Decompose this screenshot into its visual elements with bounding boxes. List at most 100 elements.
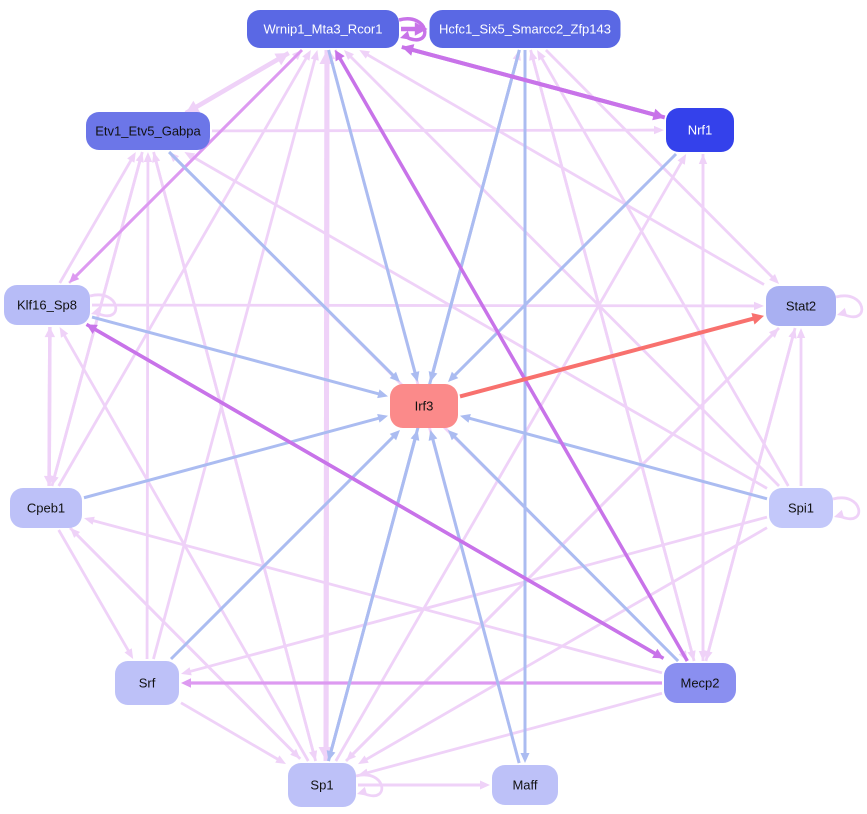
- arrowhead-maff-irf3: [428, 430, 438, 441]
- arrowhead-nrf1-irf3: [448, 371, 459, 382]
- edge-etv1-nrf1: [211, 125, 664, 135]
- node-label-wrnip1: Wrnip1_Mta3_Rcor1: [264, 22, 383, 37]
- arrowhead-cpeb1-klf16: [44, 327, 56, 338]
- arrowhead-srf-irf3: [389, 430, 400, 441]
- edge-etv1-wrnip1: [184, 53, 289, 115]
- arrowhead-mecp2-klf16: [86, 324, 98, 335]
- node-shape-cpeb1[interactable]: [10, 488, 82, 528]
- node-Nrf1[interactable]: Nrf1: [666, 108, 734, 152]
- node-shape-mecp2[interactable]: [664, 663, 736, 703]
- self-loop-path-stat2: [835, 294, 864, 319]
- edge-line-mecp2-irf3: [453, 435, 680, 663]
- node-Hcfc1_Six5_Smarcc2_Zfp143[interactable]: Hcfc1_Six5_Smarcc2_Zfp143: [429, 10, 621, 48]
- edge-spi1-wrnip1: [343, 50, 781, 487]
- node-shape-etv1[interactable]: [86, 112, 210, 150]
- node-shape-klf16[interactable]: [4, 285, 90, 325]
- node-Mecp2[interactable]: Mecp2: [664, 663, 736, 703]
- node-shape-srf[interactable]: [115, 661, 179, 705]
- edge-klf16-stat2: [91, 301, 764, 311]
- arrowhead-spi1-irf3: [460, 414, 471, 423]
- edge-line-mecp2-wrnip1: [338, 57, 689, 662]
- self-loop-path-klf16: [89, 293, 118, 318]
- arrowhead-spi1-stat2: [796, 328, 806, 338]
- edge-line-wrnip1-irf3: [327, 49, 417, 374]
- edge-mecp2-srf: [181, 678, 662, 688]
- edge-line-hcfc1-mecp2: [529, 49, 694, 653]
- edge-srf-irf3: [169, 430, 400, 661]
- arrowhead-mecp2-irf3: [447, 430, 459, 441]
- edge-srf-wrnip1: [152, 50, 319, 660]
- edge-spi1-stat2: [796, 328, 806, 486]
- node-label-cpeb1: Cpeb1: [27, 501, 65, 516]
- edge-line-cpeb1-irf3: [83, 416, 380, 500]
- node-Etv1_Etv5_Gabpa[interactable]: Etv1_Etv5_Gabpa: [86, 112, 210, 150]
- node-label-srf: Srf: [139, 676, 156, 691]
- node-shape-hcfc1[interactable]: [429, 10, 621, 48]
- edge-klf16-irf3: [91, 315, 388, 399]
- edge-sp1-maff: [358, 780, 490, 790]
- edge-nrf1-irf3: [448, 152, 678, 382]
- edge-spi1-irf3: [460, 414, 768, 501]
- node-Klf16_Sp8[interactable]: Klf16_Sp8: [4, 285, 90, 325]
- arrowhead-mecp2-cpeb1: [84, 516, 95, 525]
- node-label-stat2: Stat2: [786, 299, 816, 314]
- self-loop-arrowhead-wrnip1: [400, 30, 411, 40]
- edge-sp1-cpeb1: [70, 527, 302, 760]
- edge-nrf1-wrnip1: [401, 44, 666, 120]
- node-label-klf16: Klf16_Sp8: [17, 298, 77, 313]
- edge-line-sp1-klf16: [62, 334, 310, 762]
- edge-srf-etv1: [143, 152, 153, 660]
- arrowhead-hcfc1-maff: [520, 753, 530, 763]
- edge-sp1-klf16: [59, 327, 310, 762]
- self-loop-arrowhead-klf16: [91, 306, 102, 316]
- node-Cpeb1[interactable]: Cpeb1: [10, 488, 82, 528]
- self-loop-path-wrnip1: [398, 17, 427, 42]
- node-Stat2[interactable]: Stat2: [766, 286, 836, 326]
- node-label-nrf1: Nrf1: [688, 123, 713, 138]
- node-label-irf3: Irf3: [415, 399, 434, 414]
- edge-line-cpeb1-wrnip1: [57, 57, 308, 487]
- node-Sp1[interactable]: Sp1: [288, 763, 356, 807]
- edge-line-cpeb1-srf: [57, 529, 130, 652]
- edge-stat2-mecp2: [704, 327, 797, 661]
- self-loop-arrowhead-sp1: [357, 786, 368, 796]
- arrowhead-stat2-mecp2: [704, 650, 713, 661]
- self-loop-klf16: [89, 293, 118, 318]
- node-shape-stat2[interactable]: [766, 286, 836, 326]
- node-shape-sp1[interactable]: [288, 763, 356, 807]
- node-label-maff: Maff: [512, 778, 537, 793]
- edge-mecp2-wrnip1: [335, 50, 689, 662]
- arrowhead-sp1-maff: [480, 780, 490, 790]
- arrowhead-stat2-wrnip1: [359, 50, 370, 59]
- self-loop-sp1: [355, 773, 384, 798]
- arrowhead-etv1-sp1: [308, 750, 318, 761]
- edge-stat2-wrnip1: [359, 50, 765, 286]
- node-shape-spi1[interactable]: [769, 488, 833, 528]
- arrowhead-irf3-stat2: [751, 312, 764, 325]
- edge-line-klf16-irf3: [91, 315, 380, 396]
- arrowhead-wrnip1-hcfc1: [414, 22, 428, 36]
- node-shape-nrf1[interactable]: [666, 108, 734, 152]
- node-Wrnip1_Mta3_Rcor1[interactable]: Wrnip1_Mta3_Rcor1: [247, 10, 399, 48]
- self-loop-path-sp1: [355, 773, 384, 798]
- node-label-mecp2: Mecp2: [680, 676, 719, 691]
- self-loop-arrowhead-spi1: [834, 509, 845, 519]
- arrowhead-hcfc1-stat2: [769, 273, 780, 284]
- edge-etv1-irf3: [168, 150, 400, 382]
- edge-mecp2-klf16: [86, 324, 665, 660]
- node-Spi1[interactable]: Spi1: [769, 488, 833, 528]
- node-shape-irf3[interactable]: [390, 384, 458, 428]
- edge-line-mecp2-klf16: [93, 327, 665, 660]
- node-Irf3[interactable]: Irf3: [390, 384, 458, 428]
- edge-line-stat2-wrnip1: [366, 53, 765, 286]
- arrowhead-cpeb1-srf: [124, 648, 134, 659]
- node-shape-maff[interactable]: [492, 765, 558, 805]
- arrowhead-etv1-wrnip1: [274, 53, 289, 66]
- node-shape-wrnip1[interactable]: [247, 10, 399, 48]
- node-Maff[interactable]: Maff: [492, 765, 558, 805]
- edge-mecp2-sp1: [358, 691, 663, 777]
- self-loop-spi1: [832, 496, 861, 521]
- arrowhead-sp1-nrf1: [677, 154, 687, 165]
- edge-klf16-etv1: [58, 152, 136, 284]
- node-Srf[interactable]: Srf: [115, 661, 179, 705]
